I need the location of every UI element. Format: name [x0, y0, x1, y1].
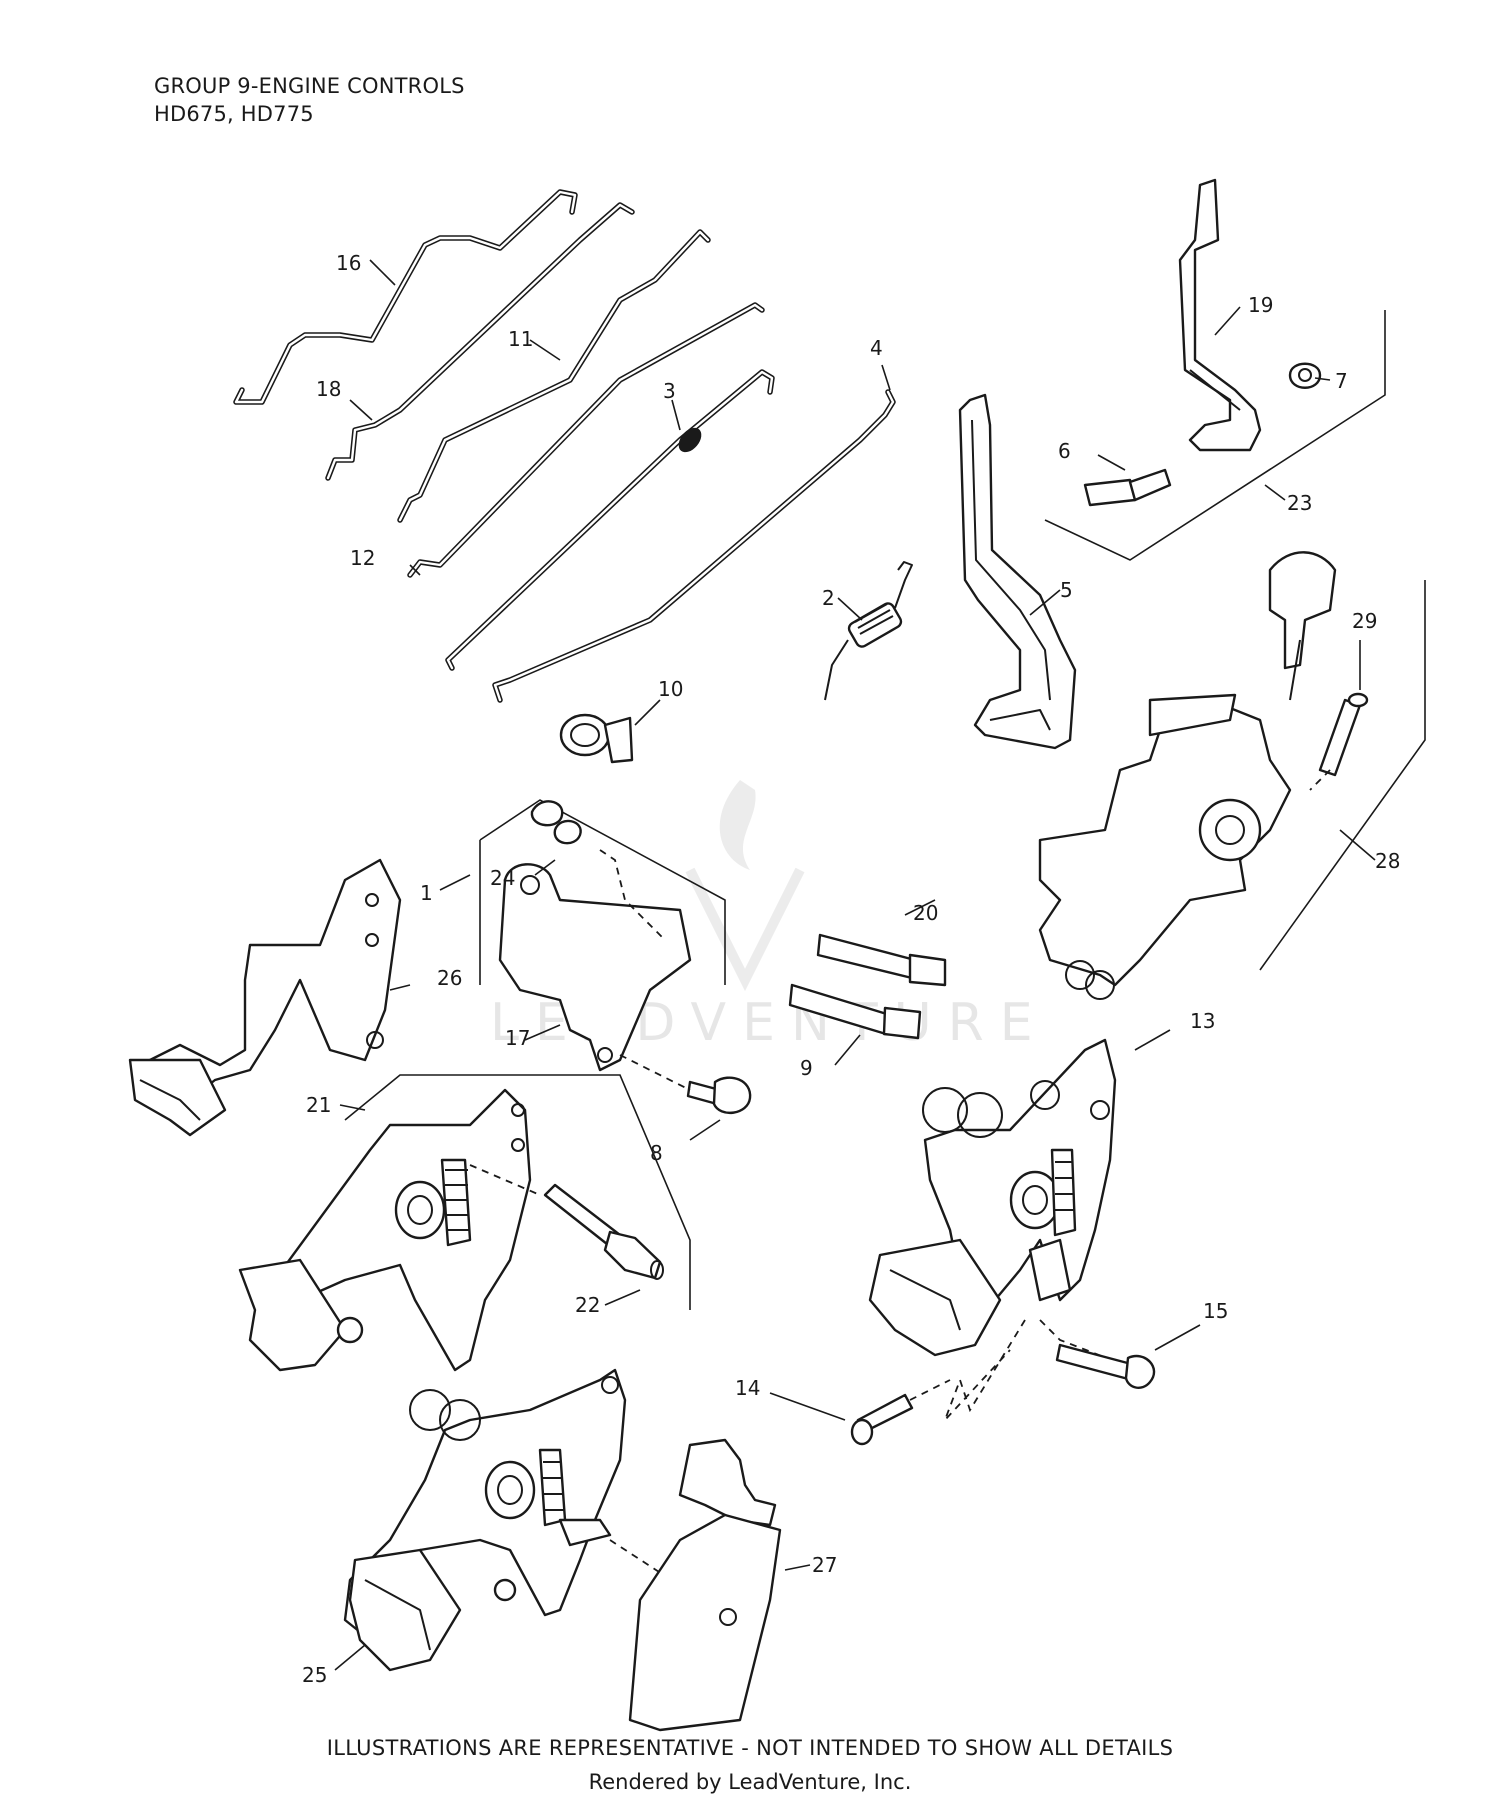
bracket-27[interactable]	[628, 1438, 782, 1732]
disclaimer-text: ILLUSTRATIONS ARE REPRESENTATIVE - NOT I…	[326, 1736, 1174, 1760]
callout-14: 14	[735, 1376, 760, 1400]
bolt-8[interactable]	[619, 1054, 752, 1114]
callout-3: 3	[663, 379, 676, 403]
callout-27: 27	[812, 1553, 837, 1577]
spring-2[interactable]	[824, 561, 913, 701]
callout-4: 4	[870, 336, 883, 360]
callout-5: 5	[1060, 578, 1073, 602]
callout-15: 15	[1203, 1299, 1228, 1323]
control-assembly-13[interactable]	[868, 1038, 1126, 1421]
callout-19: 19	[1248, 293, 1273, 317]
callout-28: 28	[1375, 849, 1400, 873]
callout-26: 26	[437, 966, 462, 990]
callout-13: 13	[1190, 1009, 1215, 1033]
title-line-2: HD675, HD775	[154, 102, 314, 126]
control-rods	[233, 189, 896, 703]
callout-9: 9	[800, 1056, 813, 1080]
shaft-22[interactable]	[543, 1183, 664, 1280]
callout-20: 20	[913, 901, 938, 925]
watermark-v-icon	[685, 867, 805, 992]
callout-23: 23	[1287, 491, 1312, 515]
bracket-kit-1[interactable]	[479, 799, 726, 1072]
leader-lines	[334, 259, 1376, 1671]
bolt-15[interactable]	[1055, 1343, 1156, 1389]
pin-29[interactable]	[1309, 692, 1369, 791]
callout-21: 21	[306, 1093, 331, 1117]
credit-text: Rendered by LeadVenture, Inc.	[588, 1770, 912, 1794]
pin-6[interactable]	[1083, 478, 1137, 507]
knob-28[interactable]	[1268, 551, 1337, 670]
clip-24[interactable]	[530, 800, 564, 827]
callout-7: 7	[1335, 369, 1348, 393]
clamp-10[interactable]	[559, 713, 634, 764]
rod-11[interactable]	[397, 229, 711, 523]
bolt-9[interactable]	[788, 983, 922, 1040]
callout-labels: 1 2 3 4 5 6 7 8 9 10 11 12 13 14 15 16 1…	[302, 251, 1400, 1687]
callout-16: 16	[336, 251, 361, 275]
lever-assembly-23[interactable]	[1044, 178, 1386, 561]
lever-19[interactable]	[1178, 178, 1262, 452]
callout-1: 1	[420, 881, 433, 905]
callout-17: 17	[505, 1026, 530, 1050]
title-line-1: GROUP 9-ENGINE CONTROLS	[154, 74, 465, 98]
callout-22: 22	[575, 1293, 600, 1317]
callout-25: 25	[302, 1663, 327, 1687]
bracket-17[interactable]	[498, 863, 692, 1072]
control-assembly-25[interactable]	[343, 1368, 726, 1672]
bolt-20[interactable]	[816, 933, 947, 987]
watermark-flame-icon	[719, 780, 756, 870]
callout-29: 29	[1352, 609, 1377, 633]
nut-7[interactable]	[1288, 362, 1322, 389]
rod-16[interactable]	[233, 189, 578, 405]
callout-24: 24	[490, 866, 515, 890]
callout-10: 10	[658, 677, 683, 701]
control-assembly-21[interactable]	[238, 1074, 691, 1372]
pin-14[interactable]	[850, 1379, 951, 1446]
rod-12[interactable]	[407, 302, 765, 578]
control-assembly-28[interactable]	[1038, 551, 1426, 1000]
throttle-lever-5[interactable]	[958, 393, 1077, 750]
callout-11: 11	[508, 327, 533, 351]
callout-18: 18	[316, 377, 341, 401]
diagram-title: GROUP 9-ENGINE CONTROLS HD675, HD775	[154, 72, 465, 128]
bracket-26[interactable]	[128, 858, 402, 1137]
rod-3-spring	[678, 427, 702, 453]
callout-6: 6	[1058, 439, 1071, 463]
callout-8: 8	[650, 1141, 663, 1165]
callout-2: 2	[822, 586, 835, 610]
callout-12: 12	[350, 546, 375, 570]
